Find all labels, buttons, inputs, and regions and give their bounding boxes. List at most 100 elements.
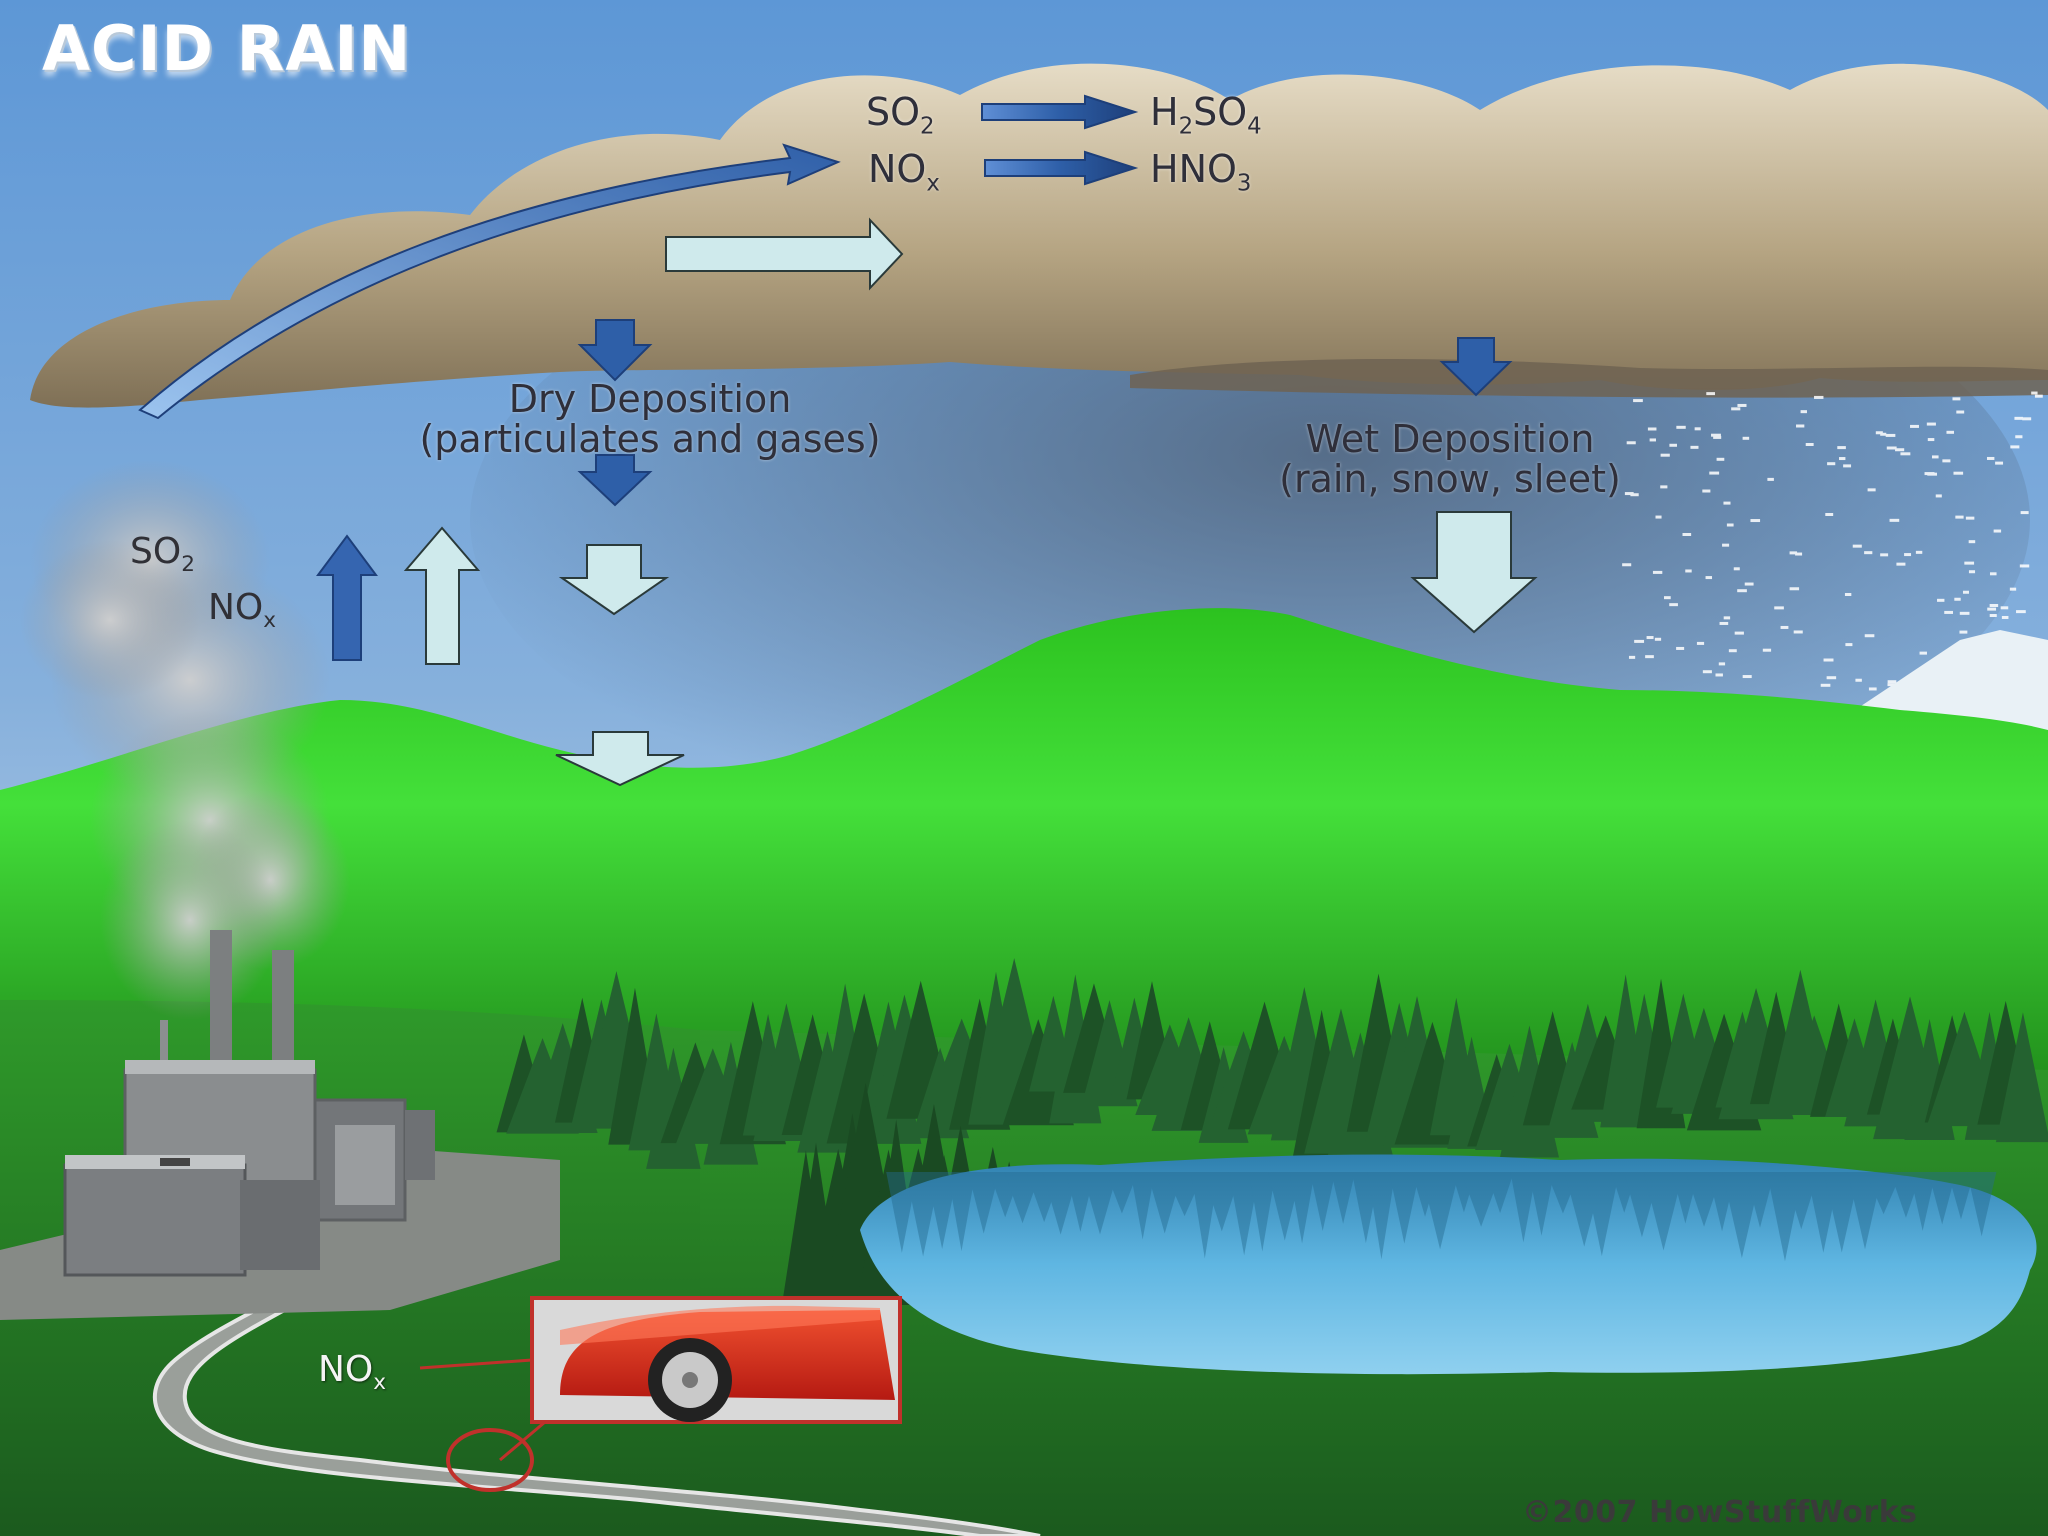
tree-reflection (1528, 1172, 1555, 1236)
curved-transport-arrow (138, 143, 841, 420)
snowflake (1800, 410, 1807, 414)
snowflake (1719, 621, 1729, 625)
snowflake (1696, 641, 1705, 645)
dry-deposition-light-arrow-2 (555, 731, 685, 787)
snowflake (1867, 488, 1876, 492)
snowflake (1728, 649, 1737, 653)
reaction-so2-reactant: SO2 (866, 90, 935, 140)
snowflake (1669, 443, 1677, 447)
snowflake (1660, 485, 1668, 489)
tree-reflection (1847, 1172, 1883, 1250)
snowflake (1880, 553, 1889, 557)
storm-cloud (30, 63, 2048, 408)
snowflake (1942, 459, 1951, 463)
tree-reflection (886, 1172, 918, 1253)
tree-reflection (1708, 1172, 1737, 1232)
snowflake (2022, 417, 2032, 421)
snowflake (1910, 424, 1919, 428)
pine-tree (1995, 1012, 2048, 1143)
tree-reflection (1865, 1172, 1902, 1215)
snowflake (1762, 648, 1772, 652)
snowflake (1953, 471, 1964, 475)
tree-reflection (1546, 1172, 1580, 1214)
snowflake (1624, 492, 1634, 496)
snowflake (1885, 433, 1896, 437)
wet-deposition-title: Wet Deposition (1305, 417, 1595, 461)
emission-up-arrow-blue (316, 534, 378, 661)
tree-reflection (1105, 1172, 1138, 1214)
snowflake (1647, 427, 1657, 431)
snowflake (1852, 544, 1862, 548)
snowflake (1887, 683, 1898, 687)
snowflake (1962, 590, 1969, 594)
snowflake (1956, 410, 1965, 414)
tree-reflection (1411, 1172, 1439, 1217)
snowflake (1655, 515, 1662, 519)
snowflake (1959, 611, 1970, 615)
green-hills (0, 608, 2048, 1100)
tree-reflection (1130, 1172, 1155, 1240)
snowflake (1895, 448, 1905, 452)
reaction-nox-reactant: NOx (868, 147, 940, 197)
snowflake (1864, 634, 1875, 638)
tree-reflection (1611, 1172, 1638, 1213)
snowflake (1959, 630, 1968, 634)
snowflake (1995, 461, 2004, 465)
tree-reflection (947, 1172, 976, 1252)
tree-reflection (989, 1172, 1022, 1218)
tree-reflection (1928, 1172, 1957, 1225)
tree-reflection (1783, 1172, 1819, 1230)
car-inset (419, 1296, 902, 1492)
snowflake (2016, 610, 2026, 614)
tree-reflection (1042, 1172, 1079, 1235)
snowflake (1702, 489, 1711, 493)
diagram-title: ACID RAIN (42, 12, 412, 85)
snowflake (1946, 430, 1955, 434)
snowflake (1767, 477, 1774, 481)
snowflake (1709, 471, 1720, 475)
snowflake (1742, 436, 1750, 440)
tree-reflection (1268, 1172, 1302, 1241)
tree-reflection (1564, 1172, 1604, 1247)
tree-reflection (1823, 1172, 1860, 1253)
snowflake (1935, 494, 1942, 498)
dry-deposition-title: Dry Deposition (508, 377, 792, 421)
snowflake (1737, 589, 1747, 593)
snowflake (1652, 570, 1663, 574)
road (152, 1283, 1041, 1536)
snowflake (1965, 516, 1975, 520)
tree-reflection (1331, 1172, 1356, 1224)
snowflake (1742, 675, 1752, 679)
emission-so2-label: SO2 (130, 531, 195, 578)
snowflake (1711, 433, 1721, 437)
snowflake (1964, 561, 1975, 565)
snowflake (1968, 540, 1976, 544)
snowflake (1900, 452, 1911, 456)
snowflake (1889, 518, 1900, 522)
car-nox-label: NOx (318, 1349, 387, 1396)
tree-reflection (1147, 1172, 1183, 1234)
snowflake (1823, 658, 1834, 662)
snowflake (1805, 443, 1814, 447)
snowflake (1780, 625, 1789, 629)
snowflake (1690, 445, 1699, 449)
snowflake (1986, 456, 1995, 460)
snowflake (1676, 425, 1686, 429)
snowflake (2009, 587, 2017, 591)
snowflake (2034, 394, 2043, 398)
snowflake (1660, 453, 1670, 457)
snowflake (1722, 543, 1730, 547)
reaction-arrow-so2 (981, 94, 1139, 130)
snowflake (1820, 683, 1831, 687)
snowflake (2019, 564, 2030, 568)
wet-deposition-label: Wet Deposition (rain, snow, sleet) (1210, 417, 1690, 500)
tree-reflection (1643, 1172, 1684, 1251)
snowflake (1622, 563, 1632, 567)
snowflake (1814, 395, 1824, 399)
smoke-plume (20, 460, 350, 1020)
snowflake (1855, 678, 1862, 682)
tree-reflection (1351, 1172, 1380, 1244)
snowflake (1839, 457, 1846, 461)
